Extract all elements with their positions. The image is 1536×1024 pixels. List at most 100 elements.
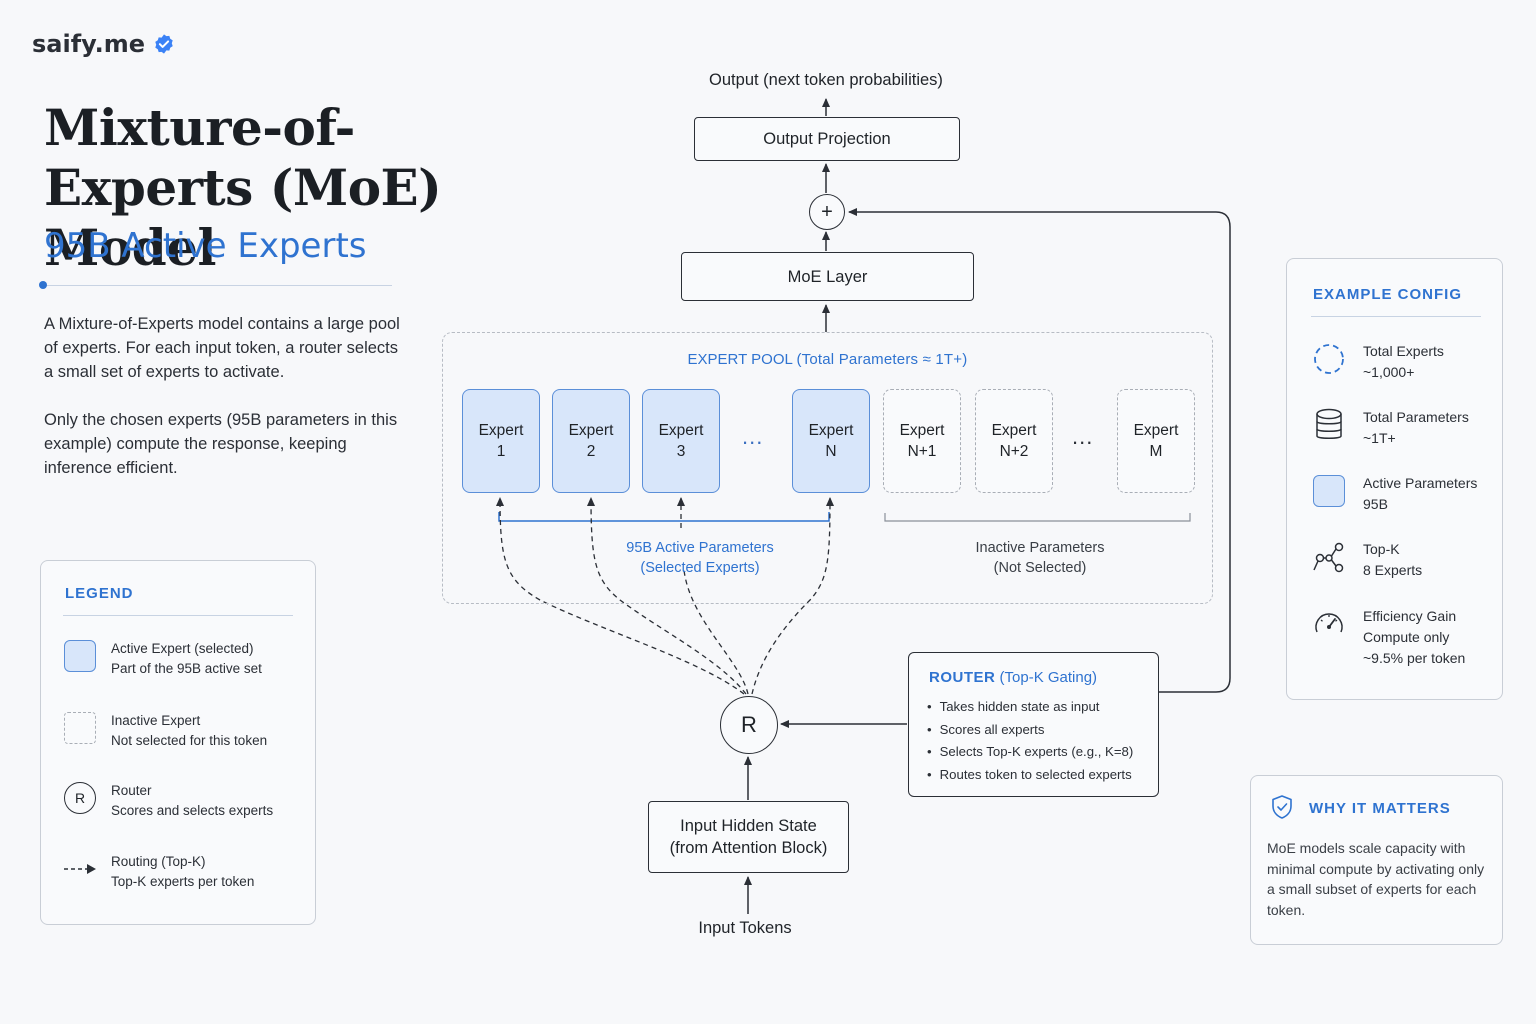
expert-pool-heading: EXPERT POOL	[687, 351, 793, 368]
expert-index: 2	[586, 443, 596, 460]
caption-line: Inactive Parameters	[975, 540, 1105, 556]
expert-label: Expert	[478, 422, 524, 439]
expert-pool	[442, 332, 1213, 604]
legend-heading: LEGEND	[65, 585, 134, 602]
expert-label: Expert	[568, 422, 614, 439]
caption-line: (Selected Experts)	[640, 560, 760, 576]
config-item-efficiency: Efficiency Gain Compute only ~9.5% per t…	[1311, 606, 1501, 669]
expert-pool-subheading: (Total Parameters ≈ 1T+)	[796, 351, 968, 368]
inactive-parameters-caption: Inactive Parameters (Not Selected)	[940, 538, 1140, 578]
config-item-value: 95B	[1363, 496, 1388, 512]
expert-index: N+2	[999, 443, 1029, 460]
active-ellipsis: ...	[742, 424, 764, 449]
expert-pool-title: EXPERT POOL (Total Parameters ≈ 1T+)	[442, 351, 1213, 368]
page-title: Mixture-of-Experts (MoE) Model	[44, 98, 442, 277]
expert-index: 1	[496, 443, 506, 460]
legend-item-desc: Top-K experts per token	[111, 874, 255, 889]
page-subtitle: 95B Active Experts	[44, 226, 367, 266]
router-icon: R	[64, 782, 96, 814]
router-node[interactable]: R	[720, 696, 778, 754]
expert-label: Expert	[899, 422, 945, 439]
input-hidden-state-line2: (from Attention Block)	[669, 839, 828, 857]
expert-index: N	[825, 443, 837, 460]
legend-divider	[63, 615, 293, 616]
expert-label: Expert	[991, 422, 1037, 439]
input-tokens-label: Input Tokens	[698, 919, 792, 937]
input-hidden-state-line1: Input Hidden State	[680, 817, 817, 835]
branch-nodes-icon	[1313, 542, 1344, 573]
legend-item-desc: Scores and selects experts	[111, 803, 274, 818]
config-item-value: 8 Experts	[1363, 562, 1423, 578]
legend-item-title: Routing (Top-K)	[111, 854, 206, 869]
legend-item-title: Active Expert (selected)	[111, 641, 254, 656]
inactive-ellipsis: ...	[1072, 424, 1094, 449]
input-hidden-state-box: Input Hidden State (from Attention Block…	[648, 801, 849, 873]
output-projection-box: Output Projection	[694, 117, 960, 161]
shield-check-icon	[1272, 795, 1292, 819]
database-icon	[1316, 408, 1342, 439]
residual-add-node: +	[809, 194, 845, 230]
legend-item-routing: Routing (Top-K) Top-K experts per token	[63, 852, 303, 892]
brand-logo[interactable]: saify.me	[32, 30, 175, 58]
legend-item-title: Router	[111, 783, 152, 798]
verified-badge-icon	[155, 34, 173, 54]
why-heading: WHY IT MATTERS	[1309, 800, 1451, 817]
why-it-matters-panel: WHY IT MATTERS MoE models scale capacity…	[1250, 775, 1503, 945]
moe-layer-box: MoE Layer	[681, 252, 974, 301]
config-item-value: ~1T+	[1363, 430, 1396, 446]
brand-name: saify.me	[32, 30, 145, 58]
expert-index: 3	[676, 443, 686, 460]
intro-paragraph-2: Only the chosen experts (95B parameters …	[44, 411, 398, 477]
config-item-title: Active Parameters	[1363, 475, 1478, 491]
active-expert-swatch-icon	[64, 640, 96, 672]
config-item-title: Top-K	[1363, 541, 1400, 557]
legend-item-desc: Part of the 95B active set	[111, 661, 262, 676]
divider-dot	[39, 281, 47, 289]
config-item-total-parameters: Total Parameters ~1T+	[1311, 407, 1501, 449]
inactive-expert-swatch-icon	[64, 712, 96, 744]
legend-panel: LEGEND Active Expert (selected) Part of …	[40, 560, 316, 925]
config-divider	[1311, 316, 1481, 317]
expert-index: N+1	[907, 443, 937, 460]
router-bullet: Selects Top-K experts (e.g., K=8)	[927, 741, 1134, 764]
expert-card-2[interactable]: Expert 2	[552, 389, 630, 493]
config-item-active-parameters: Active Parameters 95B	[1311, 473, 1501, 515]
router-box-heading: ROUTER	[929, 669, 996, 686]
active-swatch-icon	[1313, 475, 1345, 507]
legend-item-active: Active Expert (selected) Part of the 95B…	[63, 639, 303, 679]
output-label: Output (next token probabilities)	[709, 71, 943, 89]
expert-card-1[interactable]: Expert 1	[462, 389, 540, 493]
router-bullet: Routes token to selected experts	[927, 764, 1133, 787]
legend-item-router: R Router Scores and selects experts	[63, 781, 303, 821]
expert-index: M	[1149, 443, 1163, 460]
example-config-panel: EXAMPLE CONFIG Total Experts ~1,000+ Tot…	[1286, 258, 1503, 700]
caption-line: (Not Selected)	[993, 560, 1087, 576]
config-item-title: Efficiency Gain	[1363, 608, 1457, 624]
speedometer-icon	[1315, 613, 1343, 633]
dashed-circle-icon	[1314, 344, 1344, 374]
router-bullet: Takes hidden state as input	[927, 696, 1133, 719]
expert-label: Expert	[1133, 422, 1179, 439]
legend-item-desc: Not selected for this token	[111, 733, 268, 748]
intro-paragraph-1: A Mixture-of-Experts model contains a la…	[44, 315, 400, 381]
router-box-title: ROUTER (Top-K Gating)	[929, 669, 1097, 686]
expert-label: Expert	[808, 422, 854, 439]
router-bullets: Takes hidden state as input Scores all e…	[927, 696, 1134, 787]
config-item-value: Compute only	[1363, 629, 1450, 645]
config-item-value-2: ~9.5% per token	[1363, 650, 1466, 666]
config-item-title: Total Parameters	[1363, 409, 1469, 425]
title-divider	[44, 285, 392, 286]
legend-item-inactive: Inactive Expert Not selected for this to…	[63, 711, 303, 751]
config-item-total-experts: Total Experts ~1,000+	[1311, 341, 1501, 383]
config-item-value: ~1,000+	[1363, 364, 1415, 380]
config-item-top-k: Top-K 8 Experts	[1311, 539, 1501, 581]
router-bullet: Scores all experts	[927, 719, 1133, 742]
dashed-arrow-icon	[64, 864, 96, 874]
legend-item-title: Inactive Expert	[111, 713, 201, 728]
active-parameters-caption: 95B Active Parameters (Selected Experts)	[600, 538, 800, 578]
